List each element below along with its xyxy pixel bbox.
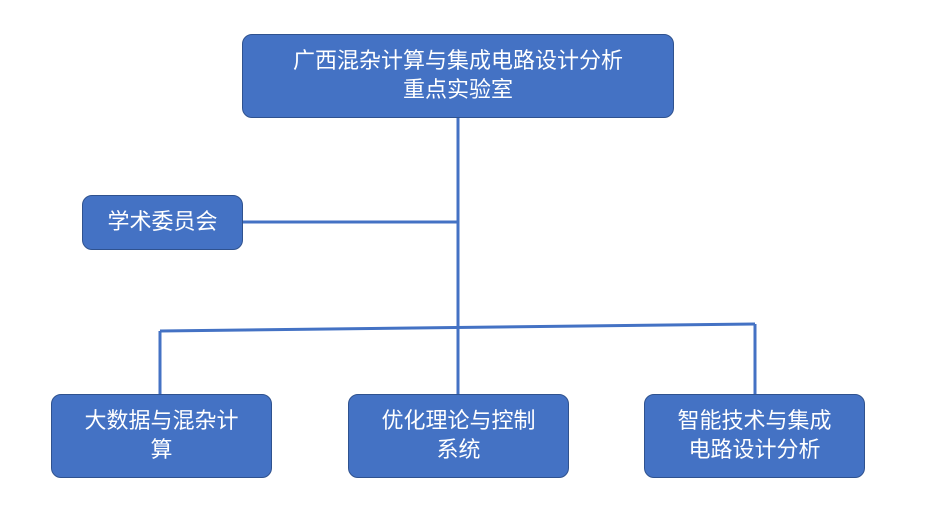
branch-node-optimization-line1: 优化理论与控制	[381, 409, 536, 434]
committee-node-label: 学术委员会	[107, 210, 218, 235]
root-node-line1: 广西混杂计算与集成电路设计分析	[292, 49, 623, 74]
root-node: 广西混杂计算与集成电路设计分析 重点实验室	[242, 34, 674, 118]
branch-horizontal-line	[159, 322, 756, 333]
branch-node-intelligent-tech-line2: 电路设计分析	[688, 438, 821, 463]
committee-node: 学术委员会	[82, 195, 243, 250]
branch-node-big-data-line2: 算	[150, 438, 173, 463]
branch-node-intelligent-tech: 智能技术与集成 电路设计分析	[644, 394, 865, 478]
branch-node-optimization-line2: 系统	[436, 438, 481, 463]
branch-node-big-data: 大数据与混杂计 算	[51, 394, 272, 478]
root-node-line2: 重点实验室	[402, 78, 513, 103]
branch-node-intelligent-tech-line1: 智能技术与集成	[677, 409, 832, 434]
branch-node-big-data-line1: 大数据与混杂计	[84, 409, 239, 434]
branch-node-optimization: 优化理论与控制 系统	[348, 394, 569, 478]
